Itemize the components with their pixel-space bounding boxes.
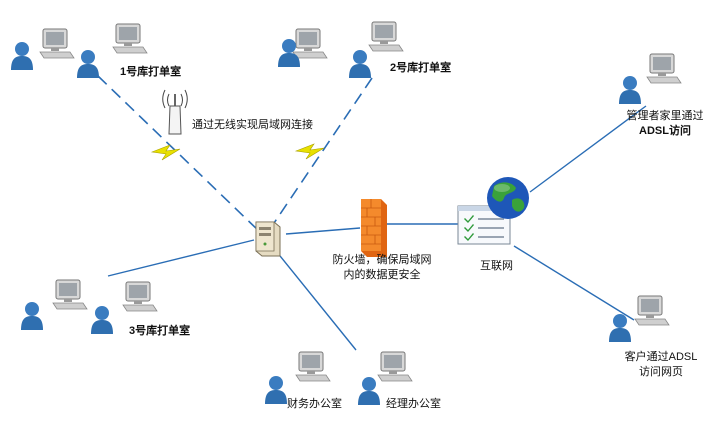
wireless-link-room1 [97, 75, 263, 235]
link-server-firewall [285, 227, 361, 235]
computer-icon [39, 28, 75, 59]
wireless-link-room2 [271, 77, 373, 227]
user-icon [349, 50, 371, 78]
lightning-icon [295, 143, 325, 160]
server-icon [255, 221, 281, 257]
internet-label: 互联网 [480, 260, 513, 272]
link-room3 [107, 239, 255, 277]
admin-label-line1: 管理者家里通过 [626, 110, 704, 122]
link-internet-customer [513, 245, 635, 321]
user-icon [77, 50, 99, 78]
wireless-label: 通过无线实现局域网连接 [192, 119, 313, 131]
customer-group [609, 295, 670, 342]
computer-icon [295, 351, 331, 382]
computer-icon [377, 351, 413, 382]
computer-icon [646, 53, 682, 84]
firewall-label-line2: 内的数据更安全 [343, 269, 421, 281]
room3-label: 3号库打单室 [129, 325, 191, 337]
firewall-icon [361, 199, 387, 257]
user-icon [91, 306, 113, 334]
customer-label-line2: 访问网页 [639, 366, 683, 378]
user-icon [358, 377, 380, 405]
user-icon [11, 42, 33, 70]
lightning-icon [151, 144, 181, 161]
user-icon [265, 376, 287, 404]
manager-office-label: 经理办公室 [386, 398, 441, 410]
firewall-label: 防火墙，确保局域网 内的数据更安全 [332, 253, 432, 283]
admin-label-line2: ADSL访问 [639, 125, 691, 137]
link-internet-admin [529, 105, 647, 193]
admin-group [619, 53, 682, 104]
link-offices [271, 245, 357, 351]
admin-label: 管理者家里通过 ADSL访问 [620, 109, 710, 139]
computer-icon [112, 23, 148, 54]
firewall-label-line1: 防火墙，确保局域网 [332, 254, 432, 266]
user-icon [609, 314, 631, 342]
user-icon [619, 76, 641, 104]
customer-label-line1: 客户通过ADSL [624, 351, 698, 363]
customer-label: 客户通过ADSL 访问网页 [613, 350, 709, 380]
finance-office-label: 财务办公室 [287, 398, 342, 410]
computer-icon [634, 295, 670, 326]
links [97, 75, 647, 351]
room1-label: 1号库打单室 [120, 66, 182, 78]
globe-icon [487, 177, 529, 219]
computer-icon [368, 21, 404, 52]
user-icon [21, 302, 43, 330]
room2-label: 2号库打单室 [390, 62, 452, 74]
computer-icon [52, 279, 88, 310]
room2-group [278, 21, 404, 78]
wireless-ap-icon [162, 89, 188, 135]
computer-icon [122, 281, 158, 312]
computer-icon [292, 28, 328, 59]
